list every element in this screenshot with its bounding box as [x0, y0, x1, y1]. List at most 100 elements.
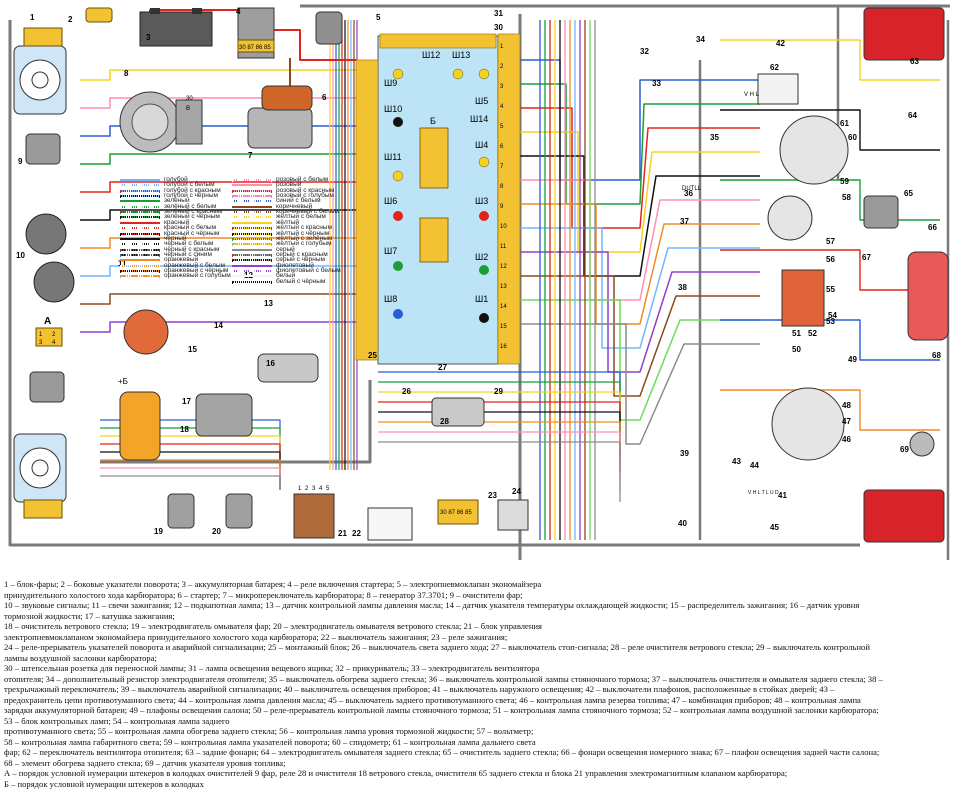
wire-color-swatch [232, 227, 272, 230]
wire-color-swatch [232, 205, 272, 208]
wire-color-swatch [120, 232, 160, 235]
component-number-47: 47 [842, 417, 851, 426]
component-number-15: 15 [188, 345, 197, 354]
wire [520, 59, 760, 181]
wire [520, 323, 760, 445]
component-number-44: 44 [750, 461, 759, 470]
wire-color-swatch [120, 211, 160, 214]
switch-letters: DUTLL [682, 186, 702, 192]
fuel-level-sensor [909, 431, 935, 457]
wire-color-label: голубой [164, 176, 188, 183]
wire-color-label: оранжевый с чёрным [164, 266, 229, 274]
component-number-17: 17 [182, 397, 191, 406]
wire [80, 181, 356, 193]
component-number-2: 2 [68, 15, 73, 24]
component-number-40: 40 [678, 519, 687, 528]
component-number-49: 49 [848, 355, 857, 364]
wire [720, 109, 940, 151]
wire-color-label: розовый с красным [276, 186, 335, 194]
legend-line: 1 – блок-фары; 2 – боковые указатели пов… [4, 579, 542, 589]
component-number-48: 48 [842, 401, 851, 410]
wire-color-label: жёлтый [276, 218, 300, 226]
wire-color-label: красный с чёрным [164, 229, 220, 237]
relay-letters: V H L [744, 92, 760, 98]
component-number-3: 3 [146, 33, 151, 42]
legend-line: лампы воздушной заслонки карбюратора; [4, 652, 157, 663]
block-label-sh14: Ш14 [470, 114, 488, 124]
instrument-cluster [767, 115, 849, 461]
legend-line: трехрычажный переключатель; 39 – выключа… [4, 684, 835, 694]
wire-color-label: коричневый с белым [276, 208, 339, 216]
fuse-row-number: 1 [500, 44, 504, 50]
block-label-sh5: Ш5 [475, 96, 488, 106]
wire-color-label: красный с белым [164, 224, 217, 232]
wire-color-swatch [232, 200, 272, 203]
block-label-sh9: Ш9 [384, 78, 397, 88]
wire-color-swatch [232, 211, 272, 214]
wiring-diagram: Б Ш12 Ш13 Ш9 Ш10 Ш11 Ш6 Ш7 Ш8 Ш5 Ш14 Ш4 … [8, 4, 950, 560]
legend-line: тормозной жидкости; 17 – катушка зажиган… [4, 610, 175, 621]
wire [520, 131, 760, 253]
wire [720, 389, 940, 431]
wire-color-swatch [120, 275, 160, 278]
component-number-30: 30 [494, 23, 503, 32]
wire-color-label: голубой с чёрным [164, 192, 218, 200]
wire-color-swatch [232, 179, 272, 181]
pin-label: 4 [319, 486, 323, 492]
windshield-washer-motor [225, 493, 253, 529]
fuse-row-number: 2 [500, 64, 504, 70]
fuse-row-number: 3 [500, 84, 504, 90]
component-number-4: 4 [236, 7, 241, 16]
ignition-switch [367, 507, 413, 541]
connector-a-pin: 4 [52, 340, 56, 346]
wire-color-label: синий с белым [276, 197, 321, 205]
fuse-row-number: 15 [500, 324, 507, 330]
block-label-sh2: Ш2 [475, 252, 488, 262]
wire-color-swatch [232, 243, 272, 246]
horn-2 [33, 261, 75, 303]
rear-window-heater [907, 251, 949, 341]
component-number-24: 24 [512, 487, 521, 496]
legend-line: Б – порядок условной нумерации штекеров … [4, 778, 204, 789]
component-number-64: 64 [908, 111, 917, 120]
distributor [123, 309, 169, 355]
block-label-sh8: Ш8 [384, 294, 397, 304]
wire-color-label: зелёный с белым [164, 202, 217, 210]
wire-color-swatch [232, 259, 272, 262]
component-number-63: 63 [910, 57, 919, 66]
wire-color-label: фиолетовый с белым [276, 266, 341, 274]
wire [80, 97, 356, 109]
connector-a-pin: 2 [52, 332, 56, 338]
wire-color-swatch [120, 184, 160, 187]
wire-color-swatch [232, 248, 272, 251]
legend-line: 24 – реле-прерыватель указателей поворот… [4, 642, 870, 652]
block-label-sh4: Ш4 [475, 140, 488, 150]
wire [80, 321, 356, 333]
wire-color-swatch [120, 195, 160, 198]
component-number-61: 61 [840, 119, 849, 128]
connector-a-pin: 1 [39, 332, 43, 338]
component-number-1: 1 [30, 13, 35, 22]
component-number-11: 11 [118, 259, 127, 268]
wire [378, 441, 621, 502]
component-number-20: 20 [212, 527, 221, 536]
wire [520, 275, 760, 397]
pin-label: 3 [312, 486, 316, 492]
marker-a: А [44, 316, 51, 327]
component-number-16: 16 [266, 359, 275, 368]
fuse-row-number: 7 [500, 164, 504, 170]
component-number-14: 14 [214, 321, 223, 330]
wire-color-label: белый [276, 272, 296, 280]
component-number-54: 54 [828, 311, 837, 320]
wire-color-swatch [232, 216, 272, 219]
component-number-25: 25 [368, 351, 377, 360]
wire [80, 125, 356, 137]
wire-color-label: оранжевый с белым [164, 261, 225, 269]
relay-pin-labels: 30 87 86 85 [239, 45, 271, 51]
wire-color-label: розовый с голубым [276, 192, 334, 200]
legend-line: фар; 62 – переключатель вентилятора отоп… [4, 747, 880, 757]
wire-color-label: зелёный с чёрным [164, 213, 220, 221]
headlight-wiper-motor-top [25, 133, 61, 165]
wire-color-label: чёрный [164, 234, 187, 242]
